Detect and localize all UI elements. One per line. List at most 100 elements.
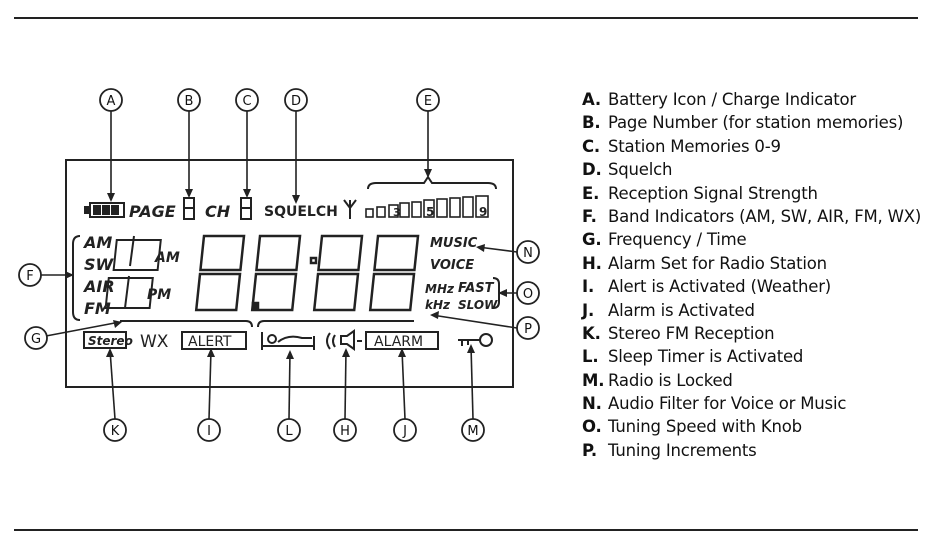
band-air: AIR [82, 277, 115, 296]
legend-text: Alarm Set for Radio Station [608, 253, 827, 273]
callout-j: J [402, 424, 407, 439]
decimal-point [251, 301, 260, 310]
legend-item-k: K. Stereo FM Reception [582, 322, 942, 345]
squelch-label: SQUELCH [264, 204, 338, 220]
callout-b: B [185, 94, 194, 109]
legend-text: Audio Filter for Voice or Music [608, 394, 847, 414]
signal-strength-boxes [365, 195, 489, 218]
legend-key: P. [582, 440, 597, 460]
legend-key: M. [582, 370, 605, 390]
callout-a: A [107, 94, 116, 109]
arrowheads [65, 169, 507, 359]
filter-voice: VOICE [430, 258, 474, 273]
legend-key: A. [582, 90, 601, 109]
speed-fast: FAST [458, 281, 495, 296]
colon-dot [309, 256, 318, 265]
legend-item-l: L. Sleep Timer is Activated [582, 345, 942, 368]
legend-text: Frequency / Time [608, 230, 747, 250]
legend-item-a: A. Battery Icon / Charge Indicator [582, 88, 942, 111]
callout-h: H [340, 424, 350, 439]
legend-item-o: O. Tuning Speed with Knob [582, 415, 942, 438]
callout-o: O [523, 287, 533, 302]
callout-c: C [242, 94, 251, 109]
speed-slow: SLOW [458, 298, 498, 312]
legend-key: B. [582, 113, 601, 133]
legend-key: E. [582, 183, 600, 203]
band-sw: SW [84, 255, 115, 274]
band-bracket [72, 235, 81, 321]
legend-item-j: J. Alarm is Activated [582, 299, 942, 322]
legend-item-e: E. Reception Signal Strength [582, 182, 942, 205]
radio-alarm-icon [326, 329, 362, 351]
legend-text: Alert is Activated (Weather) [608, 277, 832, 297]
band-fm: FM [84, 299, 111, 318]
legend-key: J. [582, 300, 595, 320]
callout-letters: A B C D E F G H I J K L M N O P [26, 94, 533, 439]
battery-icon [84, 202, 125, 218]
legend-item-g: G. Frequency / Time [582, 228, 942, 251]
legend-key: O. [582, 417, 602, 437]
ch-digit [240, 197, 252, 220]
unit-khz: kHz [425, 298, 451, 312]
legend-item-h: H. Alarm Set for Radio Station [582, 252, 942, 275]
leading-one-digit [124, 235, 135, 309]
legend-item-i: I. Alert is Activated (Weather) [582, 275, 942, 298]
callout-k: K [111, 424, 120, 439]
alert-label: ALERT [188, 334, 232, 350]
legend-text: Page Number (for station memories) [608, 113, 904, 133]
big-digit-2 [250, 234, 302, 312]
unit-mhz: MHz [425, 282, 455, 296]
key-icon [458, 333, 493, 347]
legend-key: D. [582, 160, 602, 180]
legend-text: Battery Icon / Charge Indicator [608, 90, 857, 109]
stereo-box [83, 331, 127, 349]
legend-key: I. [582, 277, 595, 297]
legend-key: L. [582, 347, 599, 367]
legend-text: Stereo FM Reception [608, 323, 775, 343]
page-digit [183, 197, 195, 220]
legend-key: K. [582, 323, 601, 343]
signal-digit-9: 9 [479, 205, 487, 219]
callout-l: L [285, 424, 293, 439]
legend-item-n: N. Audio Filter for Voice or Music [582, 392, 942, 415]
leader-lines [40, 111, 518, 420]
legend-text: Tuning Increments [608, 440, 757, 460]
legend-key: N. [582, 394, 602, 414]
legend-text: Squelch [608, 160, 673, 180]
big-digit-4 [368, 234, 420, 312]
callout-m: M [467, 424, 478, 439]
stereo-label: Stereo [88, 334, 133, 348]
legend-key: F. [582, 206, 597, 226]
sleep-timer-icon [261, 332, 315, 350]
legend-text: Reception Signal Strength [608, 183, 818, 203]
ampm-box [104, 239, 162, 309]
legend-key: H. [582, 253, 602, 273]
callout-p: P [524, 322, 532, 337]
callout-f: F [26, 269, 33, 284]
signal-digit-3: 3 [393, 206, 401, 219]
legend-text: Radio is Locked [608, 370, 733, 390]
alarm-label: ALARM [374, 334, 423, 350]
page-label: PAGE [129, 202, 176, 221]
callout-i: I [207, 424, 211, 439]
callout-circles [18, 88, 540, 442]
legend-item-d: D. Squelch [582, 158, 942, 181]
callout-g: G [31, 332, 41, 347]
legend-item-c: C.Station Memories 0-9 [582, 135, 942, 158]
ampm-am: AM [154, 250, 180, 266]
legend-text: Band Indicators (AM, SW, AIR, FM, WX) [608, 206, 922, 226]
legend-item-m: M.Radio is Locked [582, 369, 942, 392]
band-am: AM [82, 233, 112, 252]
antenna-icon [343, 199, 357, 219]
legend-key: G. [582, 230, 602, 250]
legend-text: Alarm is Activated [608, 300, 755, 320]
filter-music: MUSIC [430, 236, 478, 251]
legend-item-p: P. Tuning Increments [582, 439, 942, 462]
big-digit-3 [312, 234, 364, 312]
legend-text: Tuning Speed with Knob [608, 417, 802, 437]
legend-text: Sleep Timer is Activated [608, 347, 804, 367]
signal-digit-5: 5 [426, 205, 434, 219]
legend-item-f: F. Band Indicators (AM, SW, AIR, FM, WX) [582, 205, 942, 228]
legend-text: Station Memories 0-9 [608, 136, 781, 156]
